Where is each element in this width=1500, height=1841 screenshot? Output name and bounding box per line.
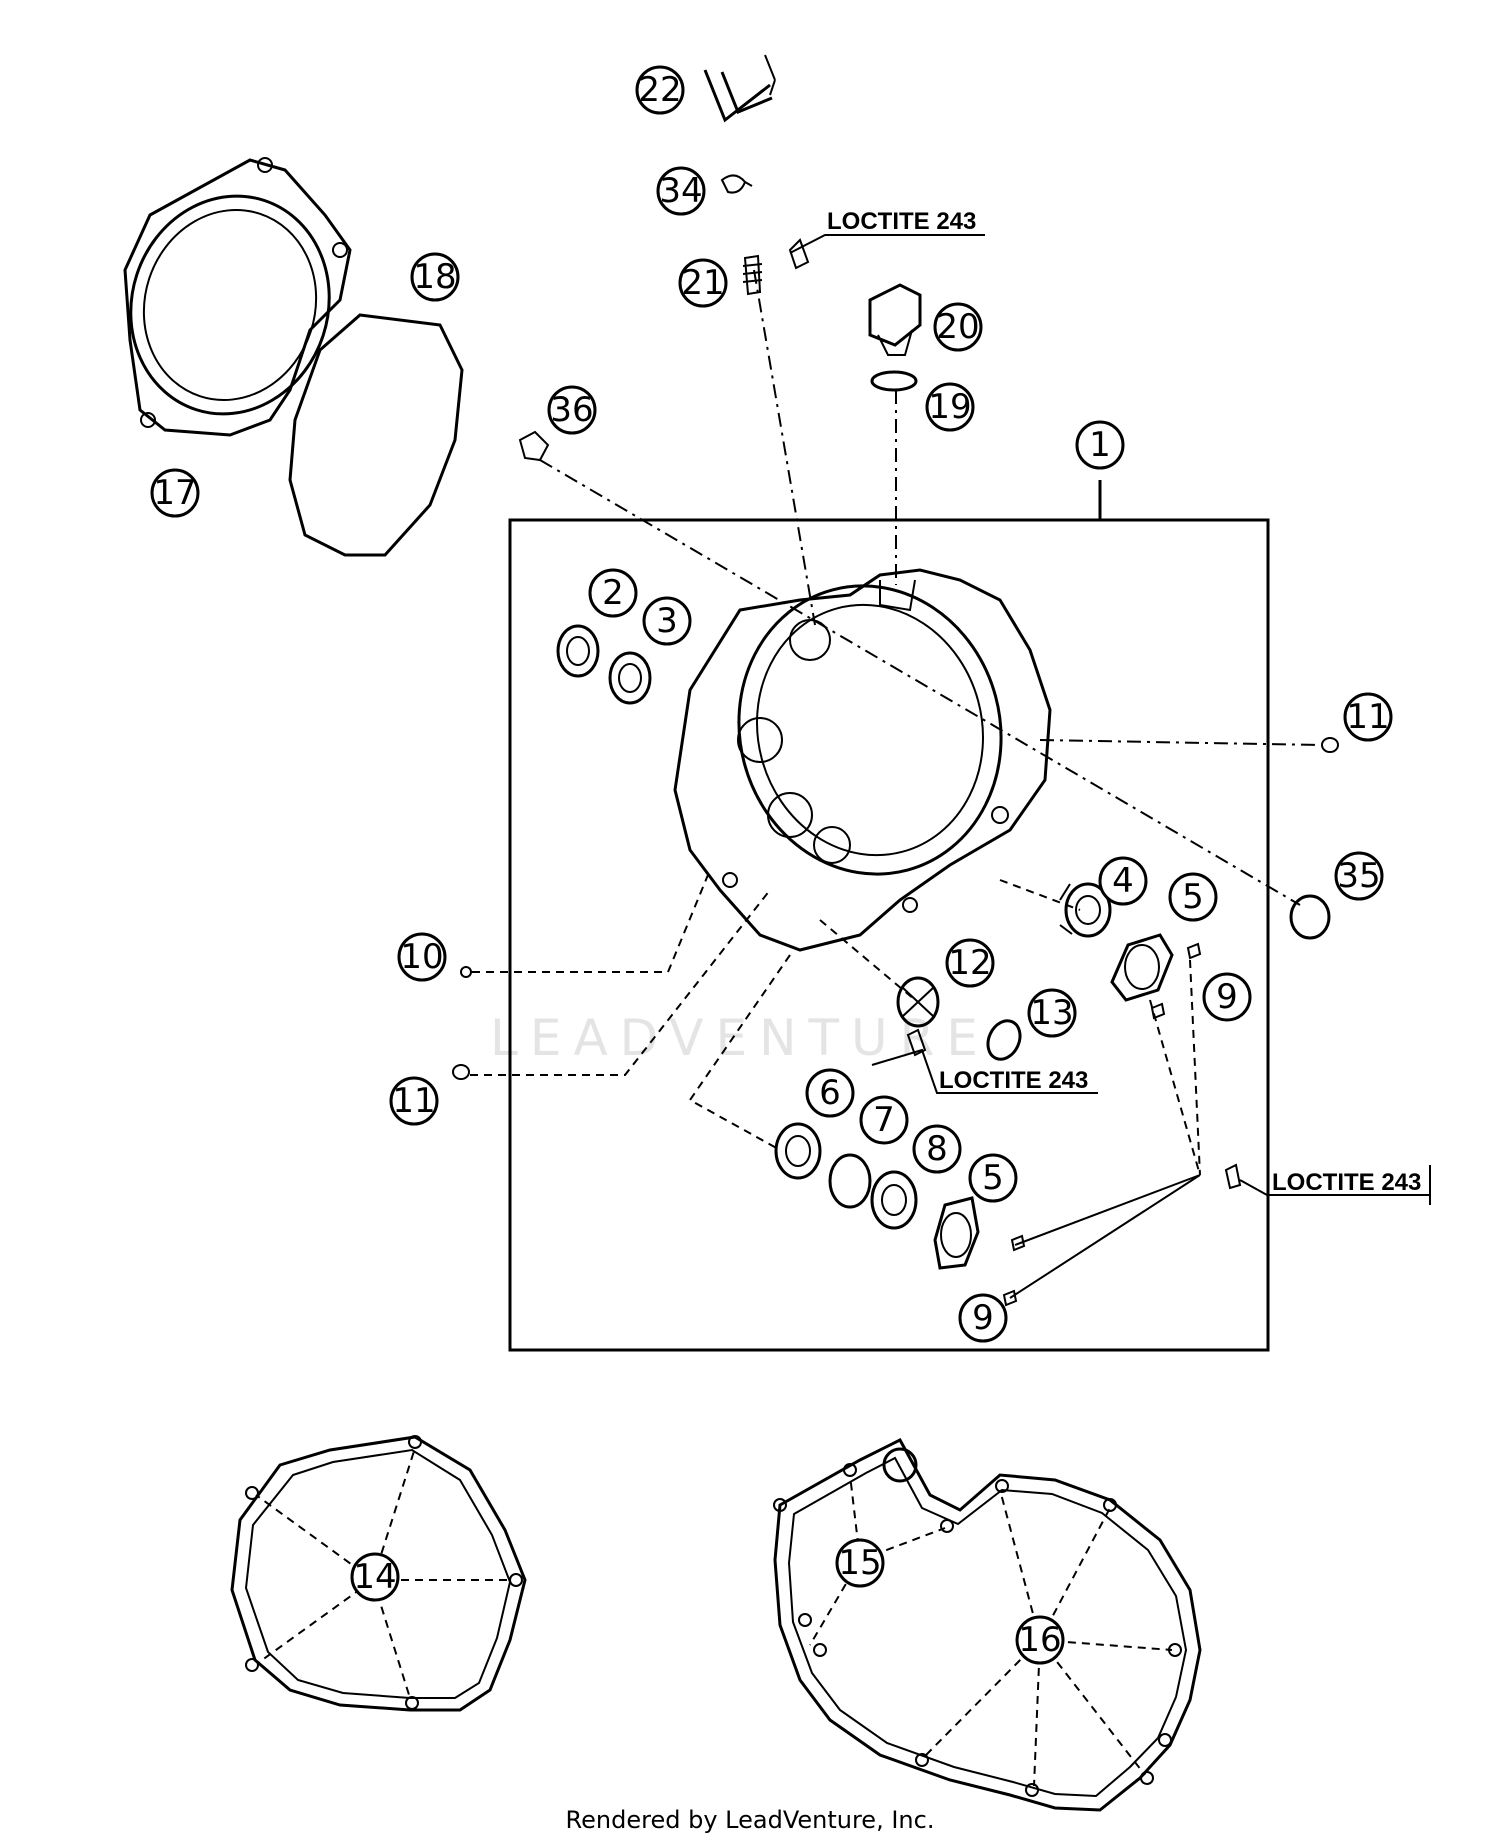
seal-6 [774, 1122, 822, 1180]
gear-12 [896, 976, 940, 1028]
callout-35: 35 [1334, 851, 1384, 901]
loctite-note-1: LOCTITE 243 [827, 208, 976, 235]
callout-36: 36 [547, 385, 597, 435]
ball-10 [460, 966, 472, 978]
screw-9-lower-b [1002, 1289, 1018, 1307]
svg-text:11: 11 [1346, 697, 1389, 737]
svg-text:16: 16 [1018, 1620, 1061, 1660]
callout-19: 19 [925, 382, 975, 432]
svg-text:6: 6 [819, 1073, 841, 1113]
callout-5a: 5 [1168, 872, 1218, 922]
svg-text:9: 9 [1216, 977, 1238, 1017]
svg-text:35: 35 [1337, 856, 1380, 896]
callout-18: 18 [410, 252, 460, 302]
oil-plug-oring [870, 370, 918, 392]
assembly-frame [508, 518, 1270, 1352]
svg-text:15: 15 [838, 1543, 881, 1583]
svg-text:9: 9 [972, 1298, 994, 1338]
callout-22: 22 [635, 65, 685, 115]
pin-12 [906, 1028, 927, 1057]
callout-5b: 5 [968, 1153, 1018, 1203]
svg-text:7: 7 [873, 1100, 895, 1140]
svg-text:5: 5 [982, 1158, 1004, 1198]
svg-text:36: 36 [550, 390, 593, 430]
svg-text:5: 5 [1182, 877, 1204, 917]
ring-7 [828, 1153, 872, 1209]
plug-11-left [452, 1064, 470, 1080]
plug-11-right [1321, 737, 1339, 753]
clutch-cover-gasket [288, 313, 464, 557]
callout-9b: 9 [958, 1293, 1008, 1343]
callout-20: 20 [933, 302, 983, 352]
loctite-note-2: LOCTITE 243 [939, 1067, 1088, 1094]
callout-17: 17 [150, 468, 200, 518]
leader-lines [470, 234, 1431, 1299]
callout-8: 8 [912, 1124, 962, 1174]
shaft-seal-3 [608, 651, 652, 705]
callout-1: 1 [1075, 420, 1125, 470]
loctite-note-3: LOCTITE 243 [1272, 1169, 1421, 1196]
gasket-15-16 [773, 1438, 1202, 1812]
svg-text:10: 10 [400, 937, 443, 977]
svg-text:2: 2 [602, 573, 624, 613]
oil-filler-plug [868, 283, 922, 356]
svg-text:22: 22 [638, 70, 681, 110]
footer-credit: Rendered by LeadVenture, Inc. [566, 1806, 935, 1834]
svg-text:8: 8 [926, 1129, 948, 1169]
svg-text:3: 3 [656, 601, 678, 641]
callout-13: 13 [1027, 988, 1077, 1038]
oring-35 [1289, 894, 1331, 940]
callout-6: 6 [805, 1068, 855, 1118]
watermark: LEADVENTURE [490, 1009, 990, 1067]
breather-hose [703, 54, 776, 123]
callout-4: 4 [1098, 856, 1148, 906]
callout-11a: 11 [1343, 692, 1393, 742]
svg-text:21: 21 [681, 263, 724, 303]
clutch-cover-outer [123, 157, 352, 437]
svg-text:4: 4 [1112, 861, 1134, 901]
callout-2: 2 [588, 568, 638, 618]
callout-3: 3 [642, 596, 692, 646]
retaining-plate-5-lower [933, 1196, 980, 1270]
screw-9-upper-a [1186, 942, 1202, 960]
svg-text:20: 20 [936, 307, 979, 347]
gasket-14 [230, 1435, 527, 1712]
callout-16: 16 [1015, 1615, 1065, 1665]
svg-text:18: 18 [413, 257, 456, 297]
svg-text:17: 17 [153, 473, 196, 513]
seal-8 [870, 1170, 918, 1230]
clutch-cover-housing [673, 568, 1052, 952]
svg-text:34: 34 [659, 171, 702, 211]
callout-9a: 9 [1202, 972, 1252, 1022]
svg-text:14: 14 [353, 1557, 396, 1597]
small-fitting [518, 430, 550, 462]
callout-11b: 11 [389, 1076, 439, 1126]
callout-34: 34 [656, 166, 706, 216]
screw-9-lower-a [1010, 1234, 1026, 1252]
retaining-plate-5-upper [1110, 933, 1174, 1002]
svg-text:13: 13 [1030, 993, 1073, 1033]
svg-text:11: 11 [392, 1081, 435, 1121]
svg-text:12: 12 [948, 943, 991, 983]
hose-clamp [720, 174, 753, 194]
svg-text:19: 19 [928, 387, 971, 427]
callout-7: 7 [859, 1095, 909, 1145]
bearing-4 [1059, 882, 1112, 938]
snap-ring-13 [986, 1019, 1022, 1061]
callout-15: 15 [835, 1538, 885, 1588]
callout-12: 12 [945, 938, 995, 988]
callout-14: 14 [350, 1552, 400, 1602]
shaft-seal-2 [556, 624, 600, 678]
svg-text:1: 1 [1089, 425, 1111, 465]
screw-loctite-lower [1224, 1163, 1242, 1190]
callout-10: 10 [397, 932, 447, 982]
callout-21: 21 [678, 258, 728, 308]
breather-fitting [742, 238, 810, 296]
